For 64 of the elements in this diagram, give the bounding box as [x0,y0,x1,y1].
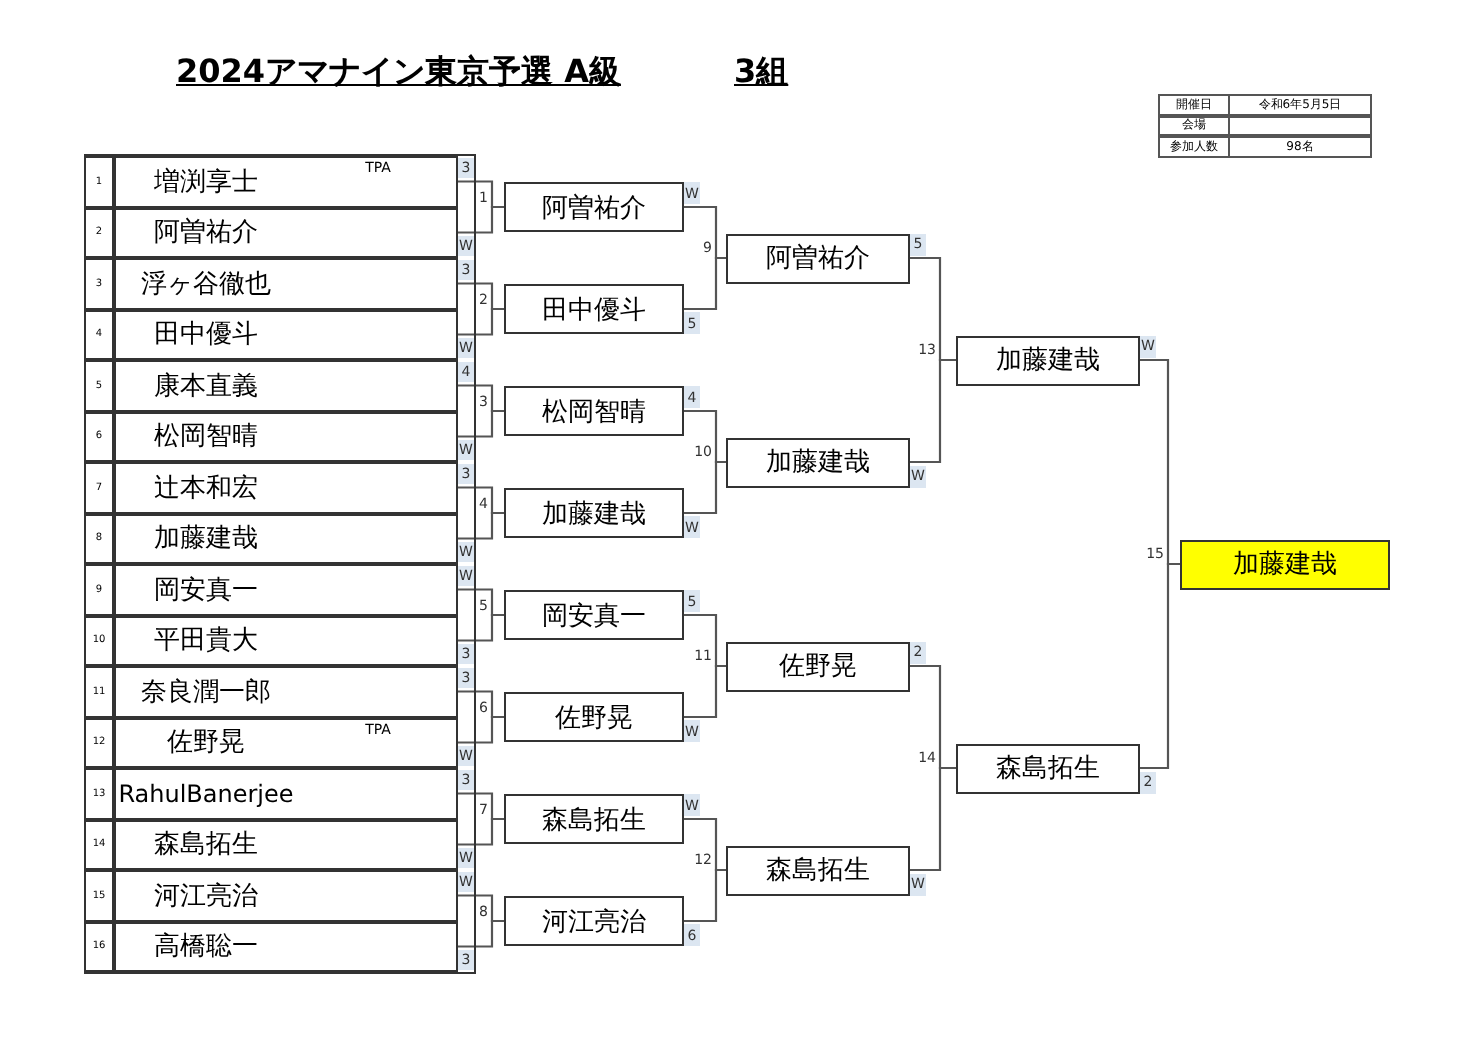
match-box: 森島拓生 [504,794,684,844]
entry-row [114,462,458,513]
title: 2024アマナイン東京予選 A級 [176,52,621,94]
winner-box: 加藤建哉 [1180,539,1390,589]
entry-row [114,513,458,564]
bracket-line [684,460,726,515]
entry-row [114,819,458,870]
player-name: 森島拓生 [152,828,260,863]
player-name: 増渕享士 [152,165,260,200]
match-box: 佐野晃 [504,692,684,742]
bracket-line [684,664,726,719]
bracket-line [458,307,504,336]
bracket-line [910,766,956,872]
match-box: 加藤建哉 [504,488,684,538]
player-name: 阿曽祐介 [152,215,260,251]
player-name: 高橋聡一 [152,930,260,965]
entry-row [114,207,458,258]
match-box: 阿曽祐介 [726,233,910,283]
entry-row [114,870,458,921]
player-name: 岡安真一 [152,573,260,608]
entry-row [114,666,458,717]
player-name: 佐野晃 [165,726,247,761]
bracket-line [684,868,726,923]
entry-row [114,156,458,207]
match-box: 加藤建哉 [956,335,1140,385]
match-box: 阿曽祐介 [504,182,684,232]
player-name: 加藤建哉 [152,522,260,557]
player-name: 田中優斗 [152,318,260,353]
player-name: 辻本和宏 [152,471,260,506]
match-box: 森島拓生 [726,845,910,895]
bracket-line [458,205,504,234]
entry-row [114,717,458,768]
player-name: 奈良潤一郎 [139,675,273,710]
bracket-line [684,256,726,311]
bracket-line [910,358,956,464]
match-box: 加藤建哉 [726,437,910,487]
player-name: 河江亮治 [152,879,260,914]
match-box: 佐野晃 [726,641,910,691]
player-name: RahulBanerjee [116,779,296,808]
match-box: 松岡智晴 [504,386,684,436]
bracket-line [458,817,504,846]
bracket-line [458,613,504,642]
player-name: 康本直義 [152,369,260,404]
bracket-line [1140,562,1180,770]
player-name: 浮ヶ谷徹也 [139,267,273,302]
entry-row [114,360,458,411]
entry-row [114,309,458,360]
entry-row [114,411,458,462]
entry-row [114,768,458,819]
match-box: 森島拓生 [956,743,1140,793]
bracket-line [458,409,504,438]
bracket-line [458,511,504,540]
player-name: 松岡智晴 [152,420,260,455]
player-name: 平田貴大 [152,624,260,659]
match-box: 河江亮治 [504,896,684,946]
entry-row [114,258,458,309]
entry-row [114,615,458,666]
entry-row [114,921,458,972]
match-box: 岡安真一 [504,590,684,640]
group-label: 3組 [734,52,789,94]
bracket-line [458,715,504,744]
bracket-line [458,919,504,948]
entry-row [114,564,458,615]
match-box: 田中優斗 [504,284,684,334]
